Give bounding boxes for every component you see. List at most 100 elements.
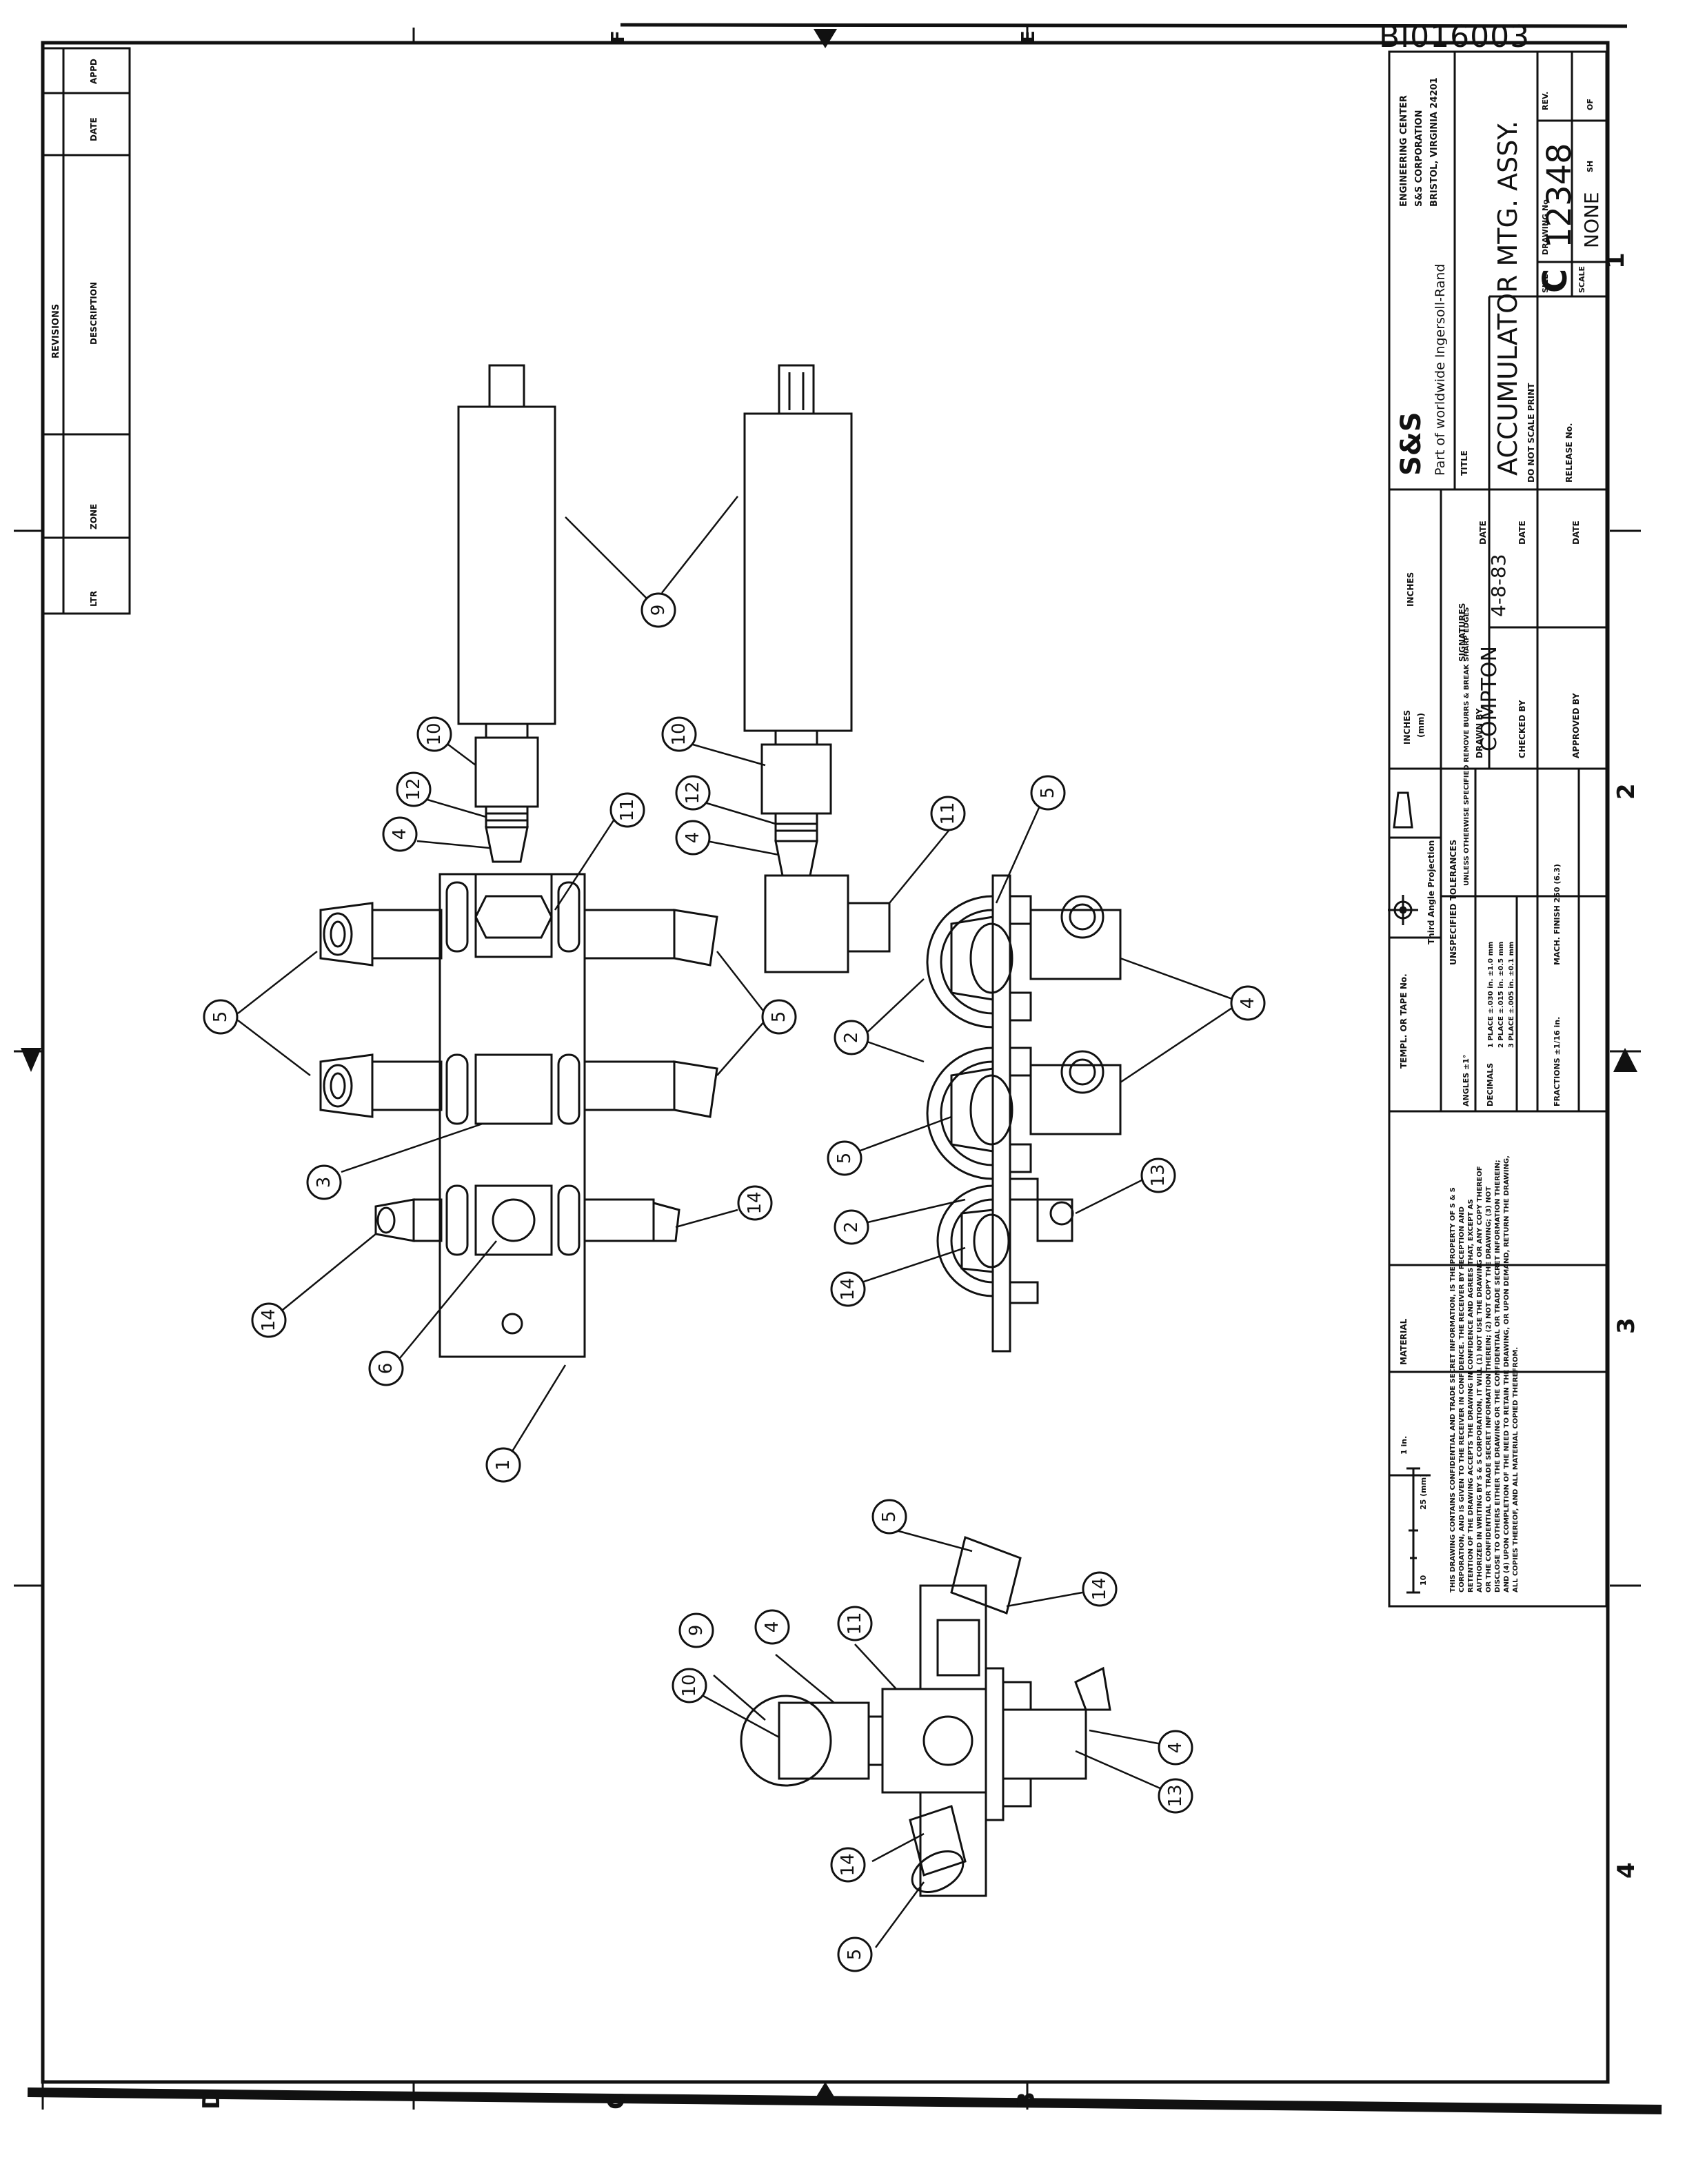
balloon-10-a: 10 [424,722,445,745]
rev-col-date: DATE [89,117,99,141]
balloon-14-c: 14 [838,1277,858,1300]
signatures-label: SIGNATURES [1457,603,1467,662]
confidentiality-line: ALL COPIES THEREOF, AND ALL MATERIAL COP… [1512,1347,1520,1593]
approved-date-label: DATE [1571,520,1581,545]
do-not-scale-label: DO NOT SCALE PRINT [1526,383,1536,483]
balloon-6: 6 [376,1363,396,1375]
title-label: TITLE [1460,450,1469,476]
rev-col-zone: ZONE [89,504,99,529]
confidentiality-line: OR THE CONFIDENTIAL OR TRADE SECRET INFO… [1485,1186,1493,1593]
decimals-label: DECIMALS [1486,1063,1495,1106]
revisions-heading: REVISIONS [51,304,61,358]
zone-row-c: C [603,2092,630,2110]
view-a-accumulator-manifold [319,364,718,1358]
view-b-side-view [743,364,1122,1353]
zone-col-3: 3 [1613,1317,1640,1334]
balloon-2-b: 2 [841,1222,862,1233]
company-logo: S&S [1395,412,1427,476]
tolerance-note: UNLESS OTHERWISE SPECIFIED REMOVE BURRS … [1463,607,1471,886]
rev-label: REV. [1541,92,1550,110]
balloon-14-a: 14 [259,1308,279,1331]
title-block-frame [1388,50,1608,1608]
zone-row-d: D [198,2090,225,2110]
balloon-11-a: 11 [617,798,638,821]
decimals-3: 3 PLACE ±.005 in. ±0.1 mm [1508,942,1515,1048]
balloon-5-d: 5 [879,1511,900,1523]
balloon-14-b: 14 [745,1191,765,1214]
balloon-4-a: 4 [390,829,410,840]
balloon-labels: 9 10 12 4 11 10 12 4 11 5 5 5 3 14 14 6 … [210,605,1258,1961]
rev-col-appd: APPD [89,59,99,84]
confidentiality-line: RETENTION OF THE DRAWING ACCEPTS THE DRA… [1467,1199,1475,1593]
drawing-number: 12348 [1540,143,1579,248]
mach-finish-label: MACH. FINISH 250 (6.3) [1553,864,1562,965]
balloon-9-d: 9 [686,1625,707,1637]
angles-label: ANGLES ±1° [1462,1055,1471,1106]
zone-col-2: 2 [1613,783,1640,800]
material-label: MATERIAL [1399,1318,1409,1365]
confidentiality-line: AUTHORIZED IN WRITING BY S & S CORPORATI… [1476,1166,1484,1593]
confidentiality-line: CORPORATION, AND IS GIVEN TO THE RECEIVE… [1458,1206,1466,1593]
zone-row-b: B [1013,2092,1040,2110]
mm-label: (mm) [1416,713,1426,738]
center-mark-top [814,29,837,48]
size-label: SIZE [1541,274,1550,293]
leader-lines [237,496,1235,1948]
balloon-10-d: 10 [679,1674,700,1697]
balloon-5-b: 5 [1038,787,1058,799]
balloon-12-a: 12 [403,778,424,800]
company-subtitle: Part of worldwide Ingersoll-Rand [1433,264,1448,476]
projection-label: Third Angle Projection [1426,840,1436,944]
center-mark-bottom [814,2082,837,2101]
view-c-end-view [740,1536,1111,1897]
scale-bar-1in: 1 in. [1400,1436,1409,1455]
scale-label: SCALE [1577,266,1586,293]
fractions-label: FRACTIONS ±1/16 in. [1553,1017,1562,1106]
balloon-4-b: 4 [683,832,703,844]
confidentiality-line: AND (4) UPON COMPLETION OF THE NEED TO R… [1503,1155,1511,1593]
size-value: C [1536,269,1575,293]
balloon-4-c: 4 [1238,998,1258,1009]
balloon-4-e: 4 [1165,1742,1186,1754]
balloon-13-a: 13 [1148,1164,1169,1186]
balloon-14-e: 14 [838,1853,858,1876]
tolerances-label: UNSPECIFIED TOLERANCES [1449,840,1458,965]
inches-label-1: INCHES [1402,710,1412,745]
engineering-line-3: BRISTOL, VIRGINIA 24201 [1429,77,1440,207]
balloon-13-d: 13 [1165,1784,1186,1807]
scale-bar-25mm: 25 (mm) [1419,1474,1428,1510]
scale-bar-10: 10 [1419,1575,1428,1586]
balloon-11-d: 11 [845,1612,865,1635]
zone-col-1: 1 [1602,252,1630,269]
balloon-5-left: 5 [210,1011,231,1023]
balloon-3: 3 [314,1177,334,1189]
approved-by-label: APPROVED BY [1571,693,1581,758]
drawn-by-label: DRAWN BY [1475,708,1484,758]
balloon-10-b: 10 [669,722,689,745]
balloon-5-e: 5 [845,1949,865,1961]
balloon-5-c: 5 [834,1153,855,1164]
balloon-11-b: 11 [938,802,958,825]
balloon-4-d: 4 [762,1621,783,1633]
balloon-12-b: 12 [683,781,703,804]
zone-top-e: E [1018,30,1039,43]
templ-label: TEMPL. OR TAPE No. [1399,973,1409,1069]
confidentiality-line: DISCLOSE TO OTHERS EITHER THE DRAWING OR… [1494,1160,1502,1593]
drawing-title: ACCUMULATOR MTG. ASSY. [1493,121,1523,476]
zone-col-4: 4 [1613,1862,1640,1879]
rev-col-ltr: LTR [89,591,99,607]
balloon-14-d: 14 [1089,1577,1110,1600]
confidentiality-line: THIS DRAWING CONTAINS CONFIDENTIAL AND T… [1449,1187,1457,1593]
projection-symbol [1388,791,1418,925]
inches-label-2: INCHES [1406,572,1415,607]
rev-col-description: DESCRIPTION [89,282,99,345]
zone-top-f: F [608,30,629,43]
balloon-2-a: 2 [841,1032,862,1044]
balloons [203,592,1266,1972]
confidentiality-note: THIS DRAWING CONTAINS CONFIDENTIAL AND T… [1449,1155,1520,1593]
balloon-1: 1 [493,1459,514,1471]
center-mark-right [1613,1048,1637,1072]
drawn-by-name: COMPTON [1477,646,1502,751]
release-label: RELEASE No. [1564,423,1574,483]
